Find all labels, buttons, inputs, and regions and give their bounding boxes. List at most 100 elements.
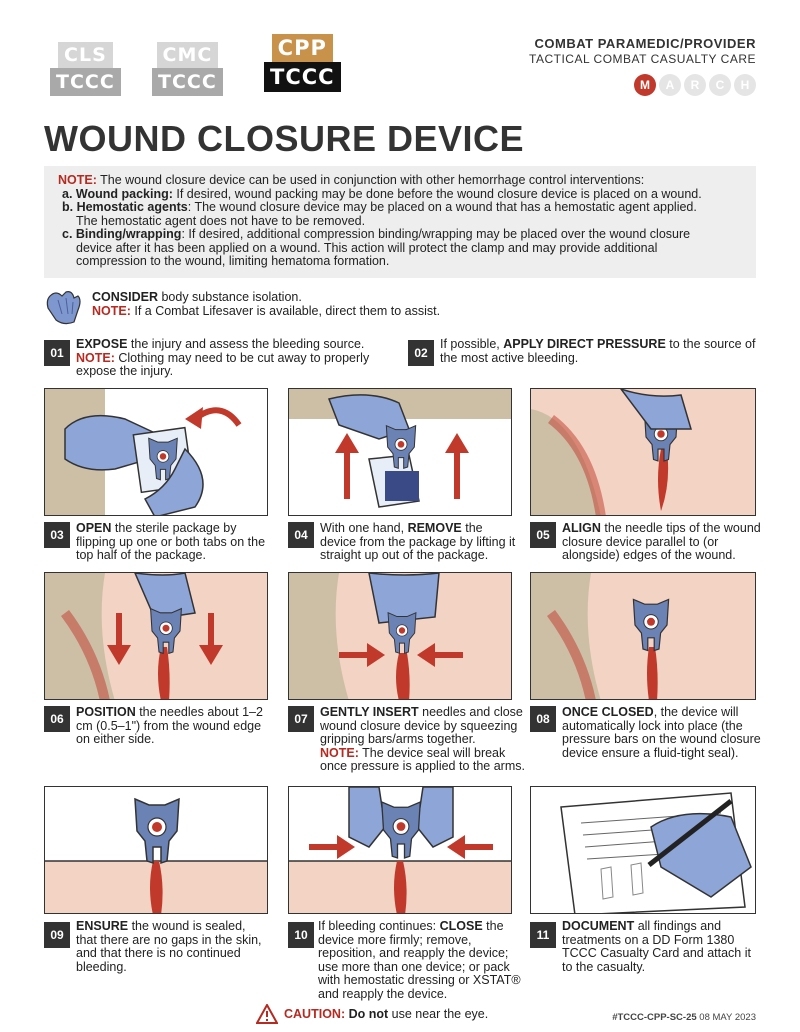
step-04-bold: REMOVE [407, 521, 462, 535]
consider-label: CONSIDER [92, 290, 158, 304]
step-09-bold: ENSURE [76, 919, 129, 933]
step-11-body: all findings and treatments on a DD Form… [562, 919, 751, 974]
page-title: WOUND CLOSURE DEVICE [44, 118, 525, 159]
illustration-step-08 [530, 572, 756, 700]
step-number-08: 08 [530, 706, 556, 732]
warning-triangle-icon [256, 1004, 278, 1024]
march-a: A [659, 74, 681, 96]
march-r: R [684, 74, 706, 96]
march-h: H [734, 74, 756, 96]
step-06-body: the needles about 1–2 cm (0.5–1") from t… [76, 705, 263, 746]
step-03-bold: OPEN [76, 521, 112, 535]
logo-bottom-text: TCCC [50, 68, 121, 96]
step-10-bold: CLOSE [439, 919, 483, 933]
step-11-text: DOCUMENT all findings and treatments on … [562, 919, 762, 974]
step-02-text: If possible, APPLY DIRECT PRESSURE to th… [440, 337, 760, 365]
step-number-03: 03 [44, 522, 70, 548]
step-07-bold: GENTLY INSERT [320, 705, 419, 719]
step-number-10: 10 [288, 922, 314, 948]
illustration-step-06 [44, 572, 268, 700]
illustration-step-09 [44, 786, 268, 914]
step-number-02: 02 [408, 340, 434, 366]
illustration-step-10 [288, 786, 512, 914]
logo-top-text: CPP [271, 34, 333, 62]
note-c-label: c. Binding/wrapping [62, 227, 182, 241]
step-01-note-label: NOTE: [76, 350, 115, 365]
step-10-body: the device more firmly; remove, repositi… [318, 919, 521, 1001]
step-number-09: 09 [44, 922, 70, 948]
cls-tccc-logo: CLS TCCC [50, 42, 121, 96]
illustration-step-07 [288, 572, 512, 700]
step-07-text: GENTLY INSERT needles and close wound cl… [320, 705, 530, 774]
footer-code: #TCCC-CPP-SC-25 08 MAY 2023 [612, 1012, 756, 1023]
note-label: NOTE: [58, 173, 97, 187]
note-c-text3: compression to the wound, limiting hemat… [76, 254, 390, 268]
step-02-bold: APPLY DIRECT PRESSURE [503, 337, 666, 351]
step-06-text: POSITION the needles about 1–2 cm (0.5–1… [76, 705, 272, 747]
step-10-pre: If bleeding continues: [318, 919, 440, 933]
step-02-body: to the source of the most active bleedin… [440, 337, 756, 365]
march-c: C [709, 74, 731, 96]
caution-label: CAUTION: [284, 1007, 346, 1021]
caution-bold: Do not [345, 1007, 389, 1021]
march-m: M [634, 74, 656, 96]
step-number-06: 06 [44, 706, 70, 732]
step-01-text: EXPOSE the injury and assess the bleedin… [76, 337, 396, 379]
note-b-label: b. Hemostatic agents [62, 200, 188, 214]
step-number-07: 07 [288, 706, 314, 732]
step-number-01: 01 [44, 340, 70, 366]
note-a-text: If desired, wound packing may be done be… [172, 186, 702, 201]
logo-bottom-text: TCCC [152, 68, 223, 96]
step-11-bold: DOCUMENT [562, 919, 635, 933]
note-c-text2: device after it has been applied on a wo… [76, 240, 658, 255]
step-06-bold: POSITION [76, 705, 136, 719]
logo-top-text: CLS [58, 42, 113, 68]
illustration-step-03 [44, 388, 268, 516]
illustration-step-11 [530, 786, 756, 914]
header-line1: COMBAT PARAMEDIC/PROVIDER [534, 36, 756, 51]
header-block: COMBAT PARAMEDIC/PROVIDER TACTICAL COMBA… [529, 36, 756, 96]
note-box: NOTE: The wound closure device can be us… [44, 166, 756, 278]
march-indicator: M A R C H [529, 74, 756, 96]
step-07-body: needles and close wound closure device b… [320, 705, 523, 746]
caution-text: use near the eye. [388, 1007, 489, 1021]
step-04-body: the device from the package by lifting i… [320, 521, 516, 562]
step-10-text: If bleeding continues: CLOSE the device … [318, 919, 528, 1001]
cmc-tccc-logo: CMC TCCC [152, 42, 223, 96]
step-02-pre: If possible, [440, 337, 504, 351]
step-01-body: the injury and assess the bleeding sourc… [127, 337, 365, 351]
step-09-text: ENSURE the wound is sealed, that there a… [76, 919, 266, 974]
step-03-body: the sterile package by flipping up one o… [76, 521, 266, 562]
step-05-bold: ALIGN [562, 521, 601, 535]
step-08-bold: ONCE CLOSED [562, 705, 654, 719]
logo-top-text: CMC [156, 42, 219, 68]
consider-note-label: NOTE: [92, 304, 131, 318]
caution-line: CAUTION: Do not use near the eye. [256, 1004, 488, 1024]
step-05-text: ALIGN the needle tips of the wound closu… [562, 521, 766, 563]
step-08-body: , the device will automatically lock int… [562, 705, 761, 760]
consider-text: CONSIDER body substance isolation. NOTE:… [92, 290, 472, 318]
consider-body: body substance isolation. [157, 290, 302, 304]
step-04-pre: With one hand, [320, 521, 408, 535]
consider-note-text: If a Combat Lifesaver is available, dire… [130, 304, 441, 318]
step-05-body: the needle tips of the wound closure dev… [562, 521, 761, 562]
step-04-text: With one hand, REMOVE the device from th… [320, 521, 518, 563]
document-date: 08 MAY 2023 [699, 1012, 756, 1023]
step-01-bold: EXPOSE [76, 337, 128, 351]
note-intro: The wound closure device can be used in … [96, 173, 645, 187]
step-number-04: 04 [288, 522, 314, 548]
step-07-note-label: NOTE: [320, 745, 359, 760]
step-number-05: 05 [530, 522, 556, 548]
step-08-text: ONCE CLOSED, the device will automatical… [562, 705, 766, 760]
note-c-text: : If desired, additional compression bin… [181, 227, 691, 241]
illustration-step-04 [288, 388, 512, 516]
logo-bottom-text: TCCC [264, 62, 341, 92]
note-b-text: : The wound closure device may be placed… [187, 200, 697, 214]
illustration-step-05 [530, 388, 756, 516]
step-07-note-text: The device seal will break once pressure… [320, 745, 525, 773]
note-a-label: a. Wound packing: [62, 186, 173, 201]
step-01-note-text: Clothing may need to be cut away to prop… [76, 350, 370, 378]
step-09-body: the wound is sealed, that there are no g… [76, 919, 262, 974]
step-03-text: OPEN the sterile package by flipping up … [76, 521, 266, 563]
header-line2: TACTICAL COMBAT CASUALTY CARE [529, 52, 756, 66]
